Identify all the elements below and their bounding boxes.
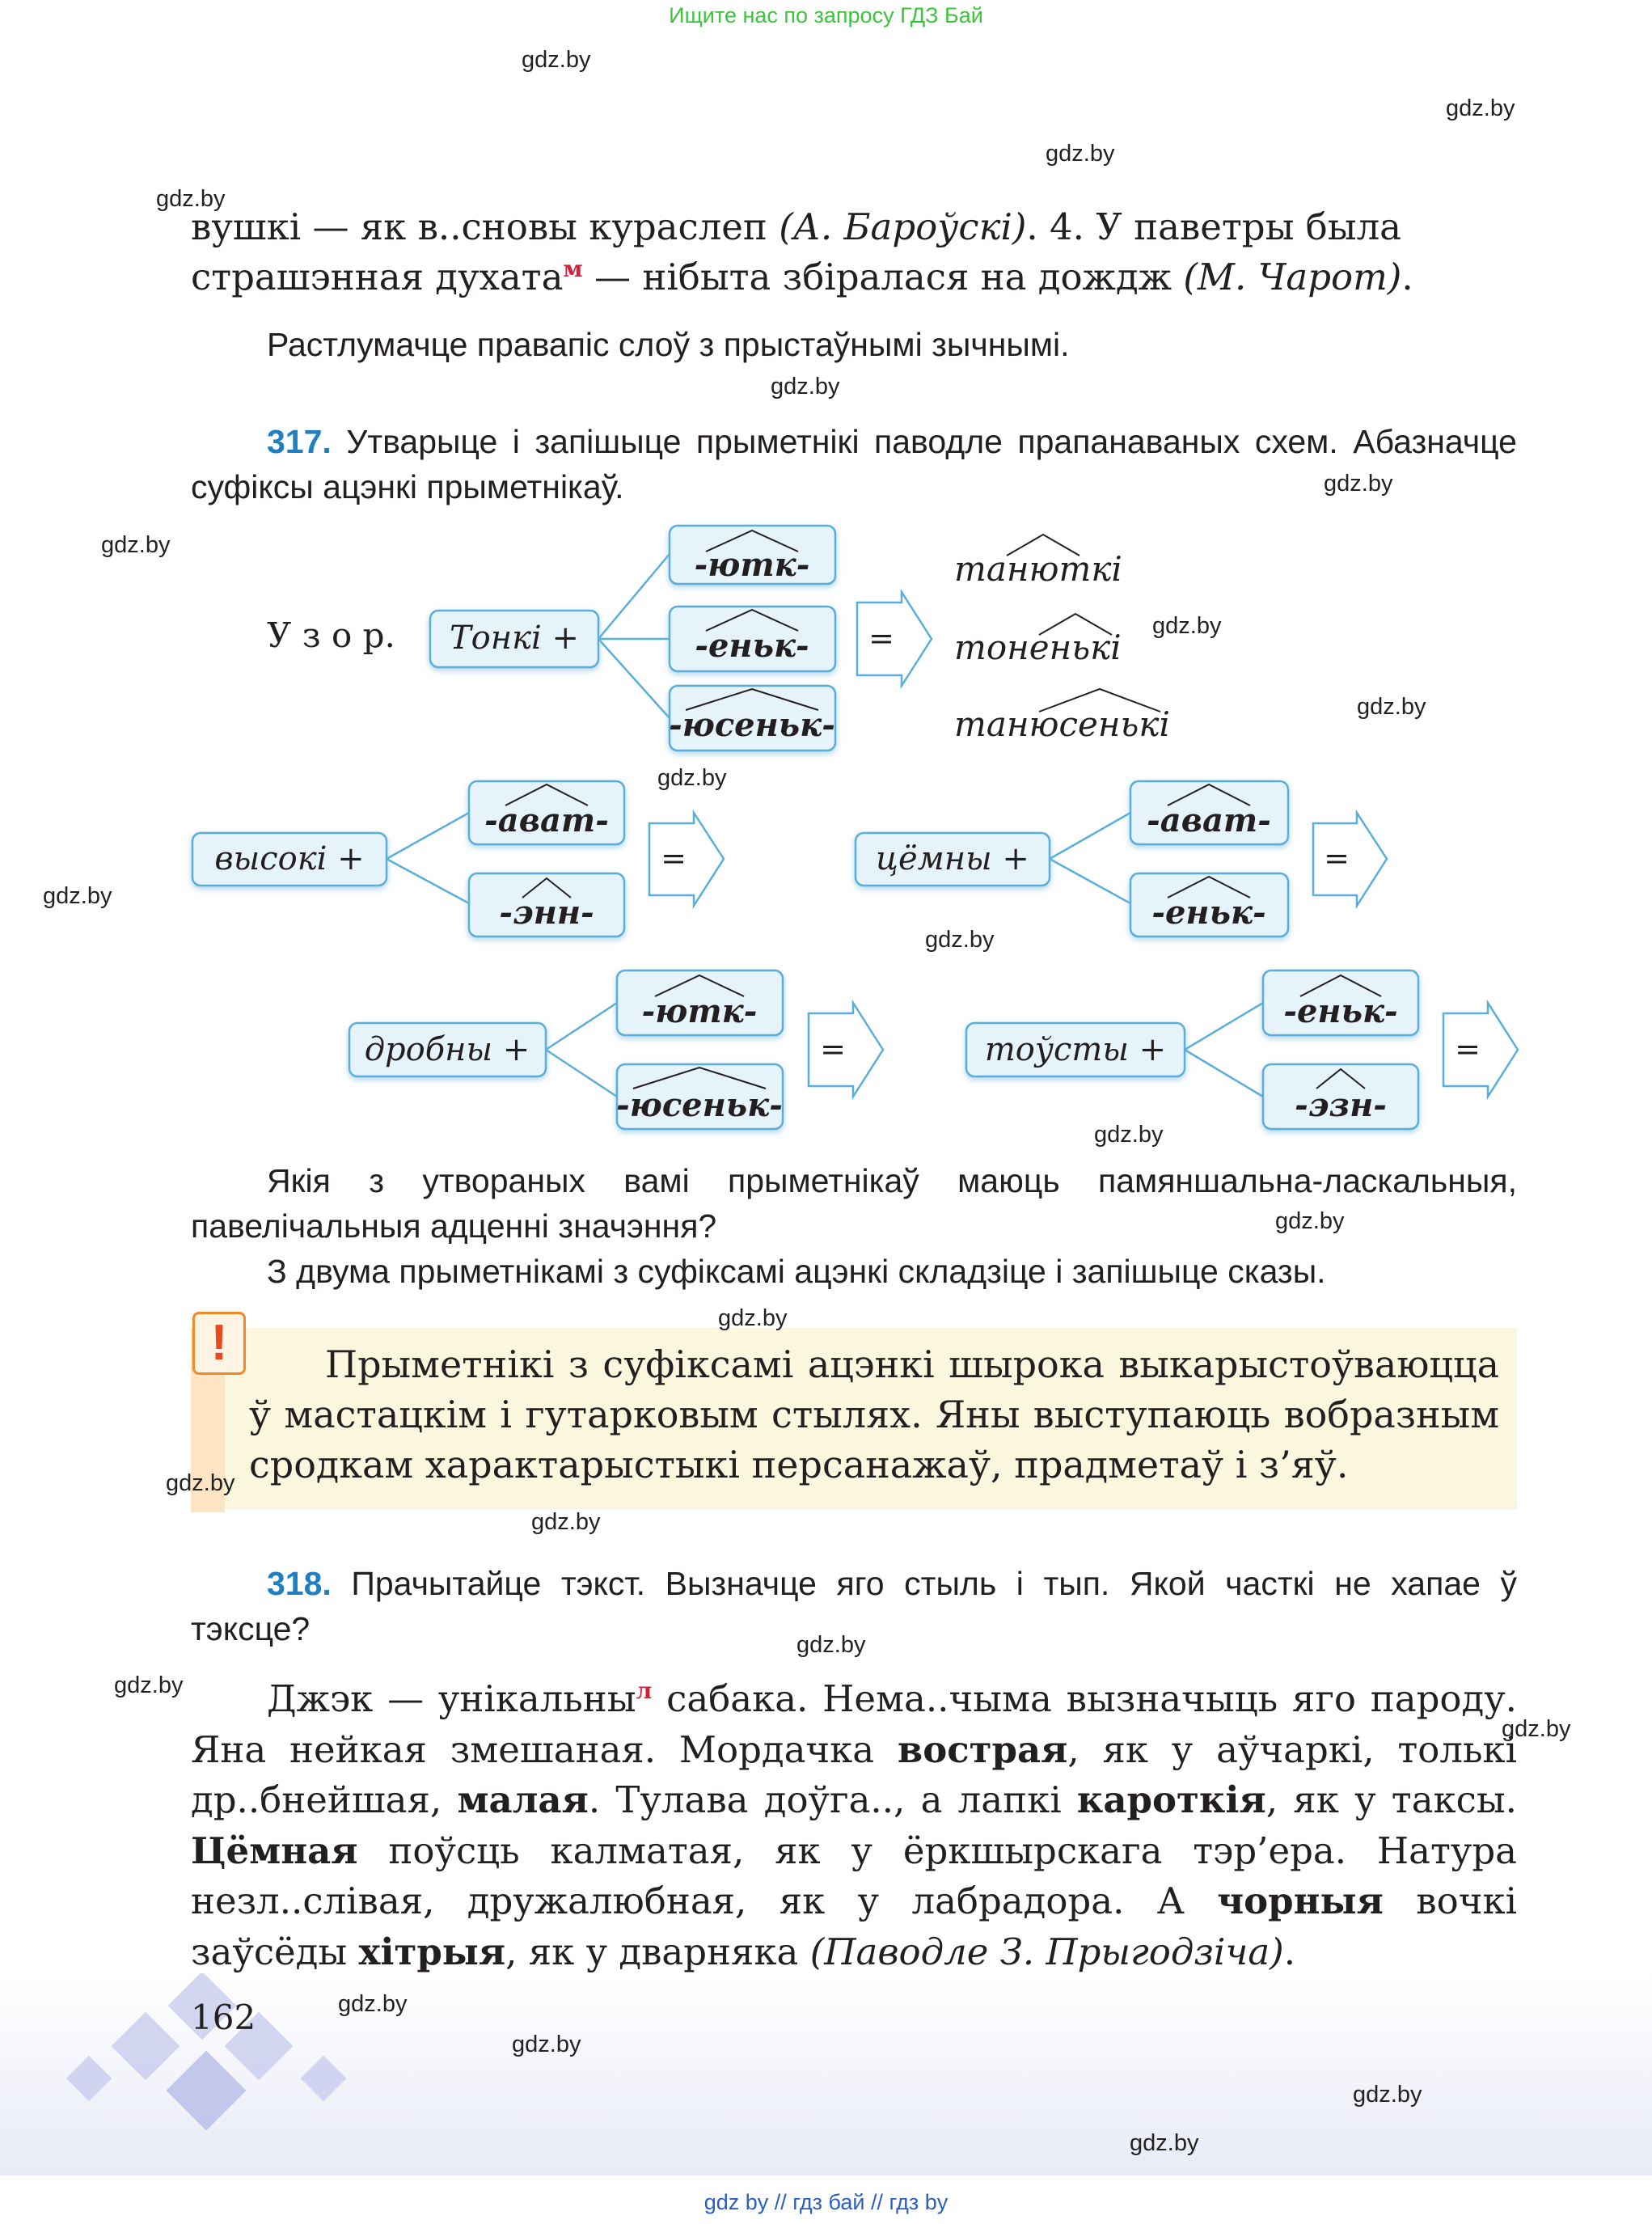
result-word: тоненькі — [954, 628, 1122, 667]
exercise-number: 318. — [267, 1565, 332, 1602]
citation: (А. Бароўскі) — [779, 205, 1027, 248]
diamond-decoration — [65, 1973, 347, 2131]
equals-sign: = — [1455, 1031, 1481, 1067]
base-word: высокі + — [214, 840, 364, 877]
mark-l: л — [636, 1677, 653, 1704]
watermark: gdz.by — [796, 1632, 866, 1658]
watermark: gdz.by — [1324, 471, 1393, 497]
top-paragraph: вушкі — як в..сновы кураслеп (А. Бароўск… — [191, 205, 1413, 298]
suffix-schemes-diagram: У з о р. Тонкі + -ютк- -еньк- -юсеньк- =… — [191, 524, 1519, 1131]
sample-label: У з о р. — [267, 615, 395, 655]
exercise-318-text: Джэк — унікальныл сабака. Нема..чыма выз… — [191, 1677, 1517, 1973]
scheme-touwsty: тоўсты + -еньк- -эзн- = — [965, 969, 1519, 1131]
watermark: gdz.by — [1152, 613, 1222, 639]
base-word: тоўсты + — [985, 1031, 1166, 1068]
exercise-317-question-1: Якія з утвораных вамі прыметнікаў маюць … — [191, 1162, 1517, 1245]
exercise-317-instruction: 317. Утварыце і запішыце прыметнікі паво… — [191, 423, 1517, 505]
watermark: gdz.by — [156, 186, 226, 212]
watermark: gdz.by — [531, 1509, 601, 1535]
watermark: gdz.by — [1357, 694, 1426, 720]
exercise-318-instruction: 318. Прачытайце тэкст. Вызначце яго стыл… — [191, 1565, 1517, 1647]
sample-scheme: Тонкі + -ютк- -еньк- -юсеньк- = танюткі … — [429, 524, 1170, 752]
bottom-gradient — [0, 1973, 1652, 2175]
watermark: gdz.by — [43, 883, 112, 909]
result-word: танюткі — [954, 549, 1122, 589]
exclamation-icon: ! — [192, 1312, 246, 1375]
citation: (М. Чарот) — [1183, 256, 1402, 298]
watermark: gdz.by — [166, 1470, 235, 1496]
top-banner[interactable]: Ищите нас по запросу ГДЗ Бай — [669, 3, 983, 27]
watermark: gdz.by — [1094, 1122, 1164, 1148]
suffix: -ютк- — [695, 546, 810, 584]
suffix: -еньк- — [1151, 894, 1265, 932]
bottom-banner[interactable]: gdz by // гдз бай // гдз by — [703, 2190, 949, 2214]
watermark: gdz.by — [114, 1672, 184, 1698]
base-word: цёмны + — [876, 840, 1029, 877]
task-top: Растлумачце правапіс слоў з прыстаўнымі … — [267, 326, 1070, 363]
exercise-number: 317. — [267, 423, 332, 460]
scheme-tsiomny: цёмны + -ават- -еньк- = — [854, 780, 1388, 938]
watermark: gdz.by — [522, 47, 591, 73]
suffix: -ютк- — [642, 992, 758, 1030]
base-word: Тонкі + — [450, 619, 579, 657]
watermark: gdz.by — [657, 765, 727, 791]
watermark: gdz.by — [718, 1305, 788, 1331]
watermark: gdz.by — [1275, 1208, 1345, 1234]
watermark: gdz.by — [925, 927, 995, 953]
watermark: gdz.by — [1130, 2130, 1199, 2156]
suffix: -юсеньк- — [616, 1086, 783, 1124]
watermark: gdz.by — [512, 2032, 581, 2057]
exercise-317-question-2: З двума прыметнікамі з суфіксамі ацэнкі … — [267, 1253, 1326, 1290]
equals-sign: = — [661, 840, 687, 876]
suffix: -энн- — [499, 894, 594, 932]
suffix: -еньк- — [1283, 992, 1397, 1030]
watermark: gdz.by — [1353, 2082, 1422, 2108]
scheme-vysoki: высокі + -ават- -энн- = — [191, 780, 725, 938]
equals-sign: = — [820, 1031, 846, 1067]
suffix: -ават- — [1147, 801, 1271, 839]
equals-sign: = — [1324, 840, 1350, 876]
scheme-drobny: дробны + -ютк- -юсеньк- = — [348, 969, 885, 1131]
watermark: gdz.by — [338, 1991, 408, 2017]
equals-sign: = — [868, 620, 894, 656]
result-word: танюсенькі — [954, 704, 1170, 744]
watermark: gdz.by — [101, 532, 171, 558]
watermark: gdz.by — [1046, 141, 1115, 167]
watermark: gdz.by — [1502, 1716, 1571, 1742]
base-word: дробны + — [365, 1031, 530, 1068]
page-number: 162 — [191, 1998, 256, 2037]
suffix: -еньк- — [695, 627, 809, 665]
citation: (Паводле З. Прыгодзіча) — [809, 1930, 1284, 1973]
watermark: gdz.by — [771, 374, 840, 400]
rule-box-background — [191, 1328, 1517, 1509]
watermark: gdz.by — [1446, 95, 1515, 121]
suffix: -эзн- — [1295, 1086, 1387, 1124]
suffix: -ават- — [484, 801, 609, 839]
mark-m: м — [563, 256, 583, 282]
suffix: -юсеньк- — [669, 706, 835, 744]
rule-text: Прыметнікі з суфіксамі ацэнкі шырока вык… — [249, 1342, 1499, 1486]
